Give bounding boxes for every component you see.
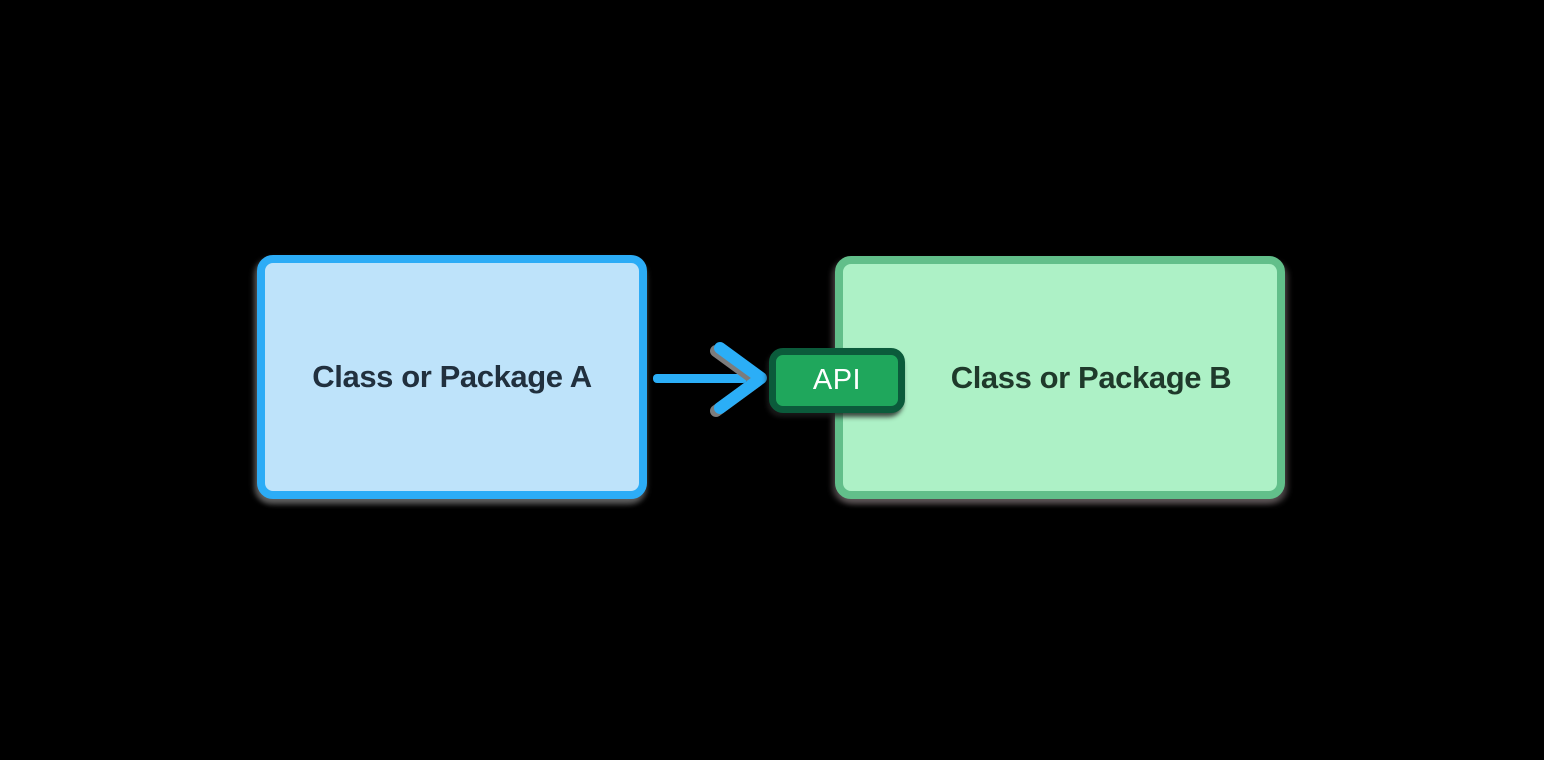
api-badge: API <box>769 348 905 413</box>
class-or-package-a-box: Class or Package A <box>257 255 647 499</box>
class-or-package-a-label: Class or Package A <box>312 359 592 394</box>
arrow-head-chevron <box>714 342 767 414</box>
arrow-shaft <box>653 374 747 383</box>
class-or-package-b-label: Class or Package B <box>950 359 1232 395</box>
arrow-head-icon <box>710 342 767 417</box>
api-badge-label: API <box>812 364 862 396</box>
